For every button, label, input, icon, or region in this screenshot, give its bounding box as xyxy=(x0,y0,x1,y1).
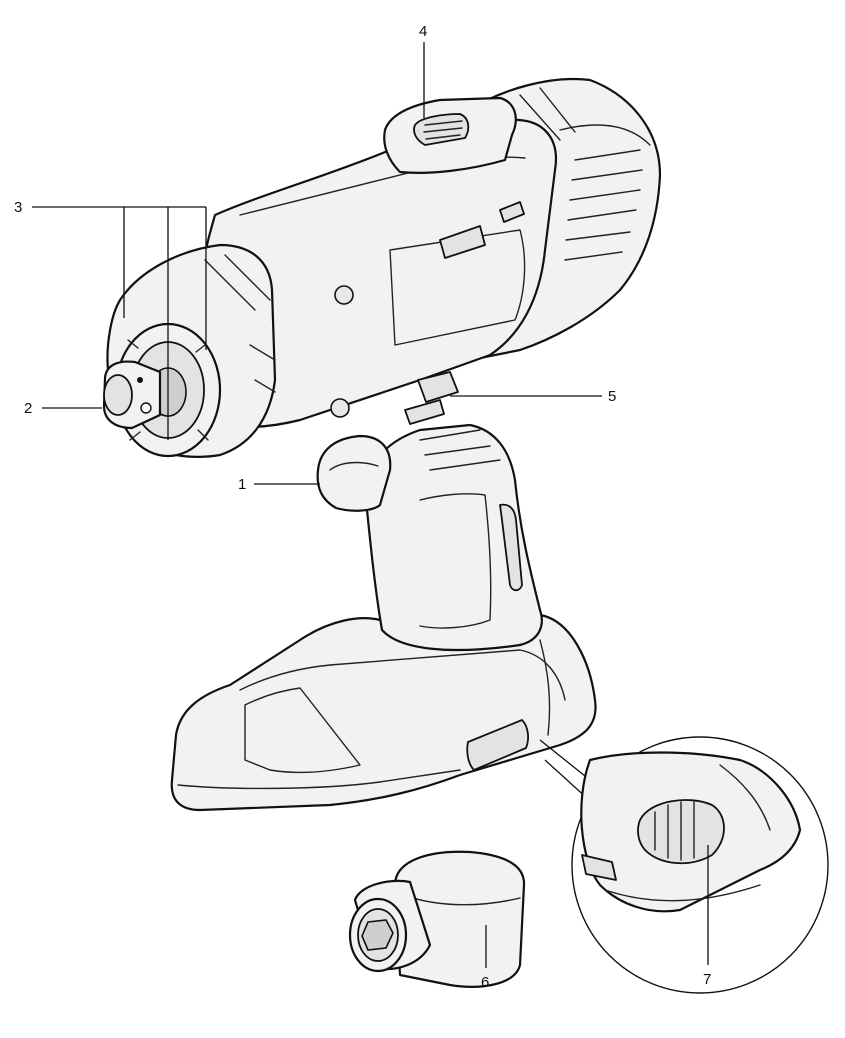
callout-5: 5 xyxy=(608,388,616,405)
trigger xyxy=(318,436,391,511)
detail-magnifier xyxy=(572,737,828,993)
side-bolt xyxy=(335,286,353,304)
tool-illustration xyxy=(104,79,660,810)
callout-4: 4 xyxy=(419,23,427,40)
callout-3: 3 xyxy=(14,199,22,216)
square-drive-tip xyxy=(104,375,132,415)
callout-6: 6 xyxy=(481,974,489,991)
callout-1: 1 xyxy=(238,476,246,493)
detent-hole xyxy=(141,403,151,413)
led-window xyxy=(405,400,444,424)
socket-accessory xyxy=(350,852,524,987)
callout-7: 7 xyxy=(703,971,711,988)
callout-2: 2 xyxy=(24,400,32,417)
detent-ball xyxy=(137,377,143,383)
side-bolt-lower xyxy=(331,399,349,417)
